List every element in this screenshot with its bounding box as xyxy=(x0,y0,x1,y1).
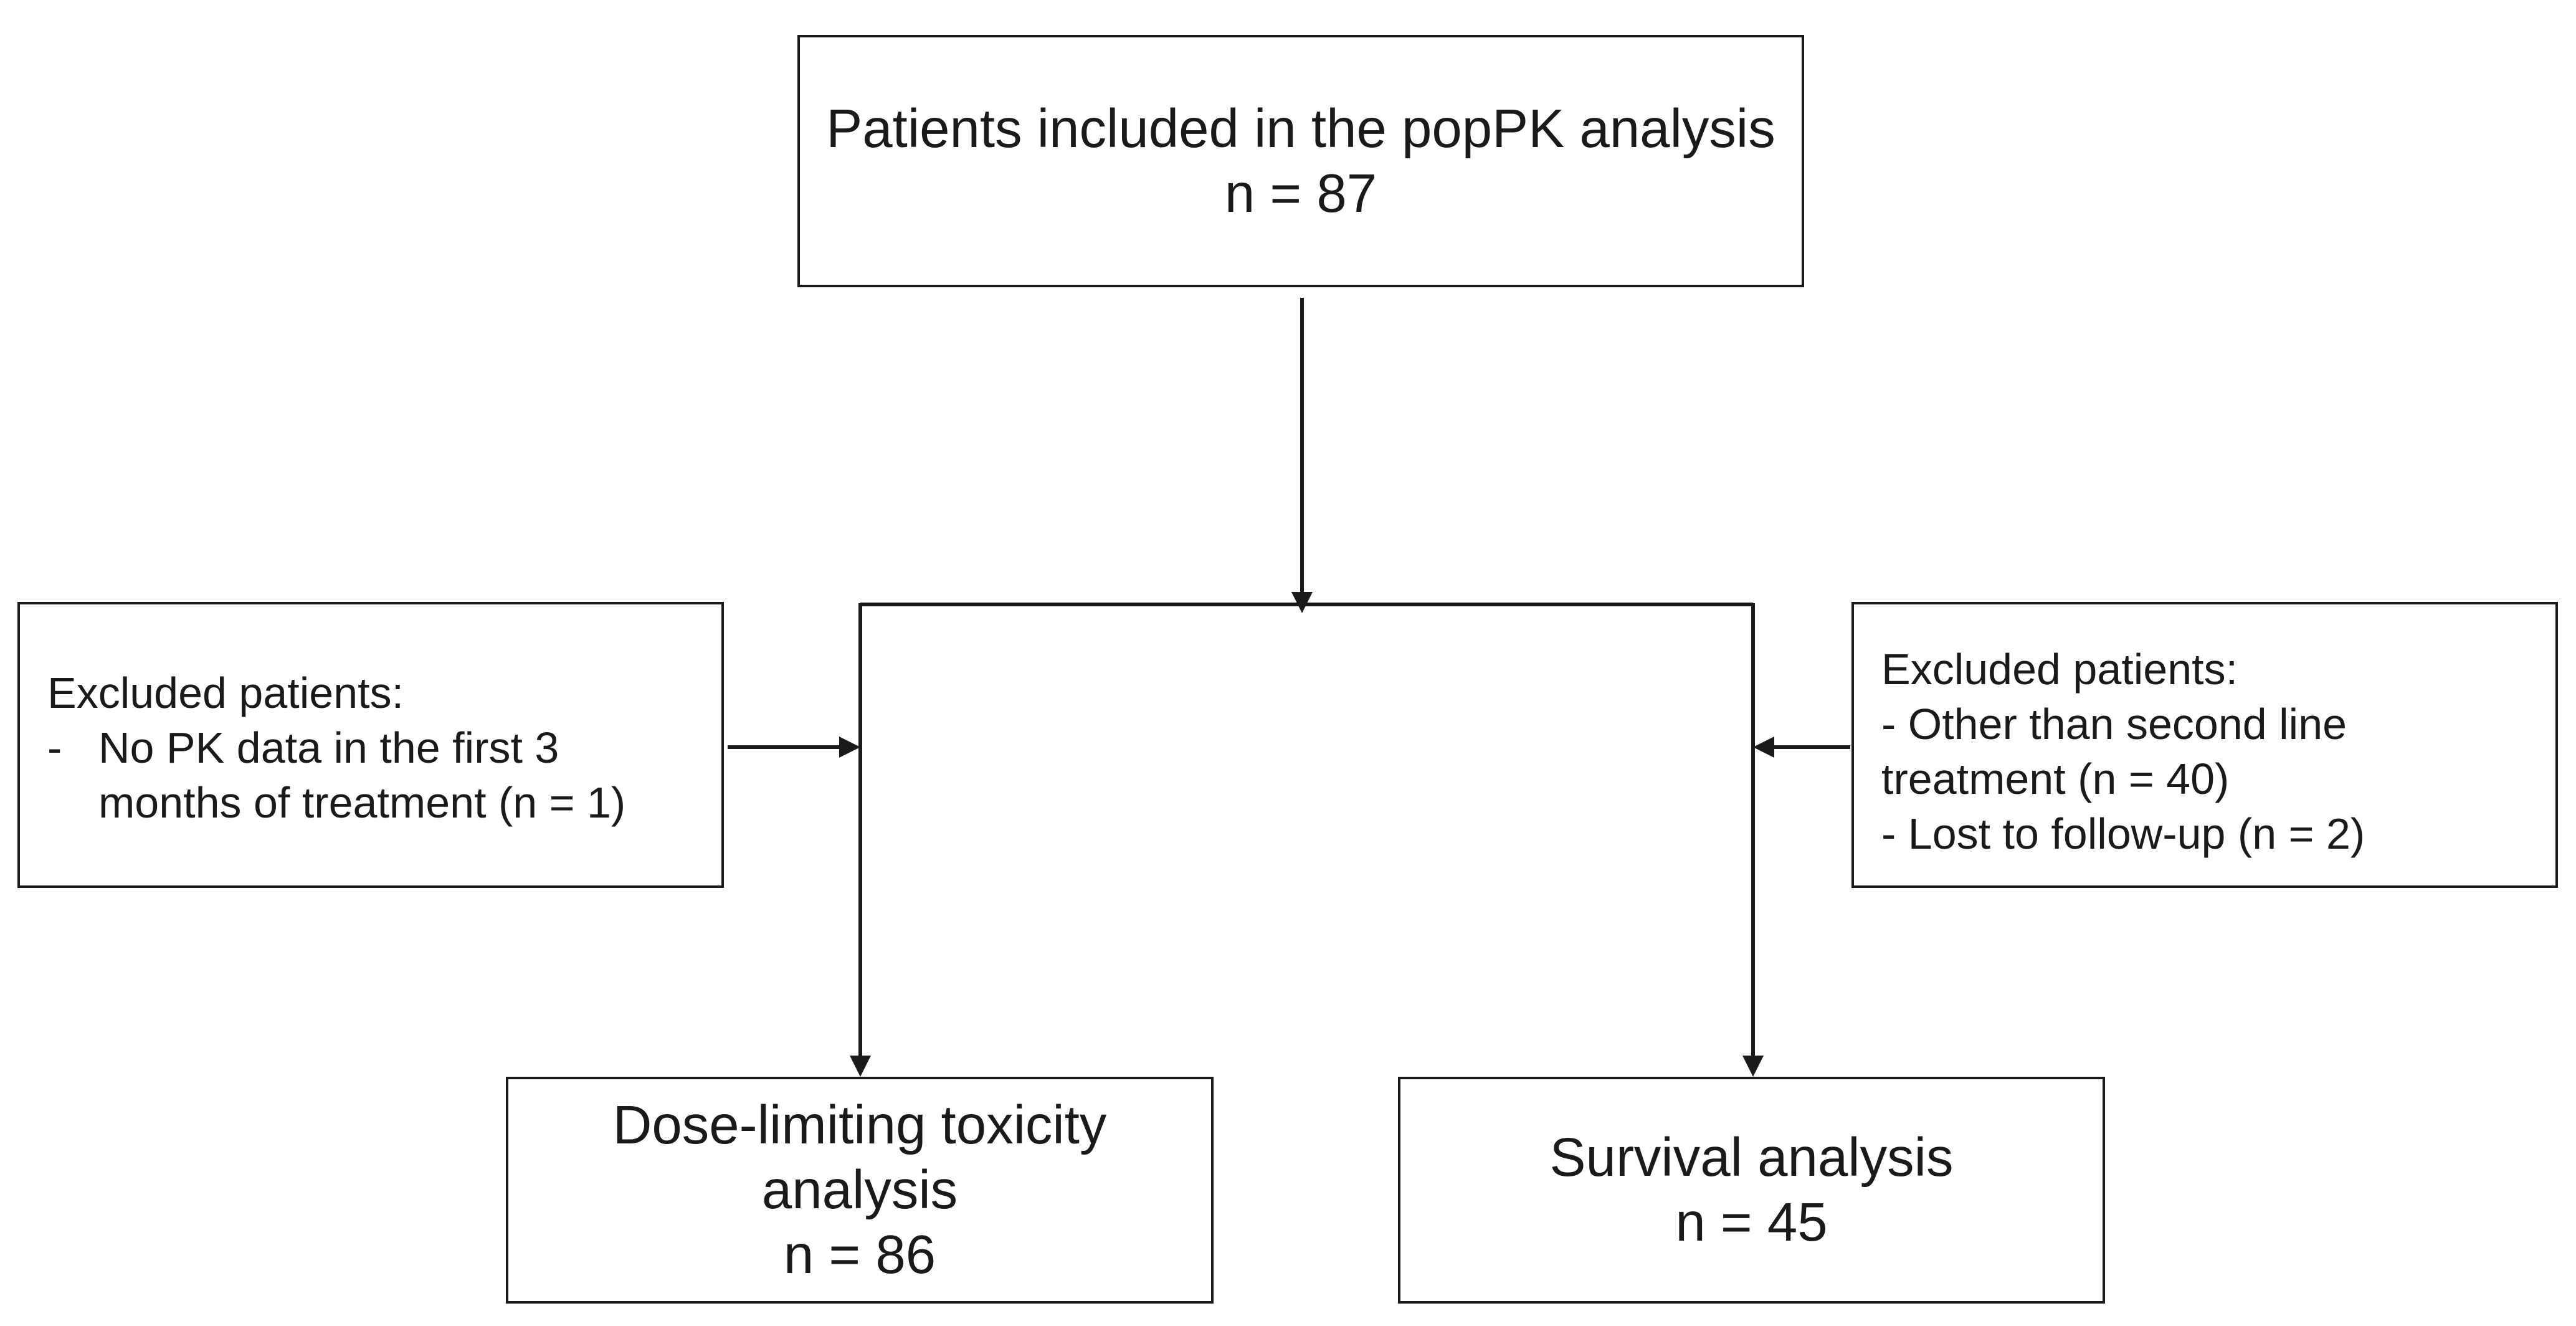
arrowhead-right-exclusion xyxy=(1753,737,1774,758)
left-exclusion-item-line2: months of treatment (n = 1) xyxy=(98,778,626,827)
included-patients-title: Patients included in the popPK analysis xyxy=(826,98,1775,159)
survival-title: Survival analysis xyxy=(1549,1127,1954,1188)
dlt-count: n = 86 xyxy=(783,1224,936,1285)
right-exclusion-heading: Excluded patients: xyxy=(1881,645,2238,694)
left-exclusion-item: - No PK data in the first 3 months of tr… xyxy=(47,720,709,830)
right-exclusion-item1-line2: treatment (n = 40) xyxy=(1881,755,2230,803)
left-exclusion-heading: Excluded patients: xyxy=(47,669,404,717)
left-exclusion-item-line1: No PK data in the first 3 xyxy=(98,723,559,772)
left-exclusion-bullet: - xyxy=(47,723,62,772)
dlt-title-line1: Dose-limiting toxicity xyxy=(612,1095,1107,1155)
survival-analysis-box: Survival analysis n = 45 xyxy=(1398,1077,2105,1304)
right-exclusion-item2: - Lost to follow-up (n = 2) xyxy=(1881,809,2365,858)
survival-count: n = 45 xyxy=(1675,1192,1828,1252)
dlt-title-line2: analysis xyxy=(761,1160,958,1220)
right-exclusion-box: Excluded patients: - Other than second l… xyxy=(1851,602,2558,888)
included-patients-box: Patients included in the popPK analysis … xyxy=(797,35,1804,287)
arrowhead-dlt xyxy=(850,1056,871,1077)
left-exclusion-box: Excluded patients: - No PK data in the f… xyxy=(17,602,724,888)
arrowhead-left-exclusion xyxy=(839,737,860,758)
dlt-analysis-box: Dose-limiting toxicity analysis n = 86 xyxy=(506,1077,1214,1304)
right-exclusion-item1-line1: - Other than second line xyxy=(1881,700,2347,748)
arrowhead-survival xyxy=(1742,1056,1764,1077)
included-patients-count: n = 87 xyxy=(1224,163,1377,224)
